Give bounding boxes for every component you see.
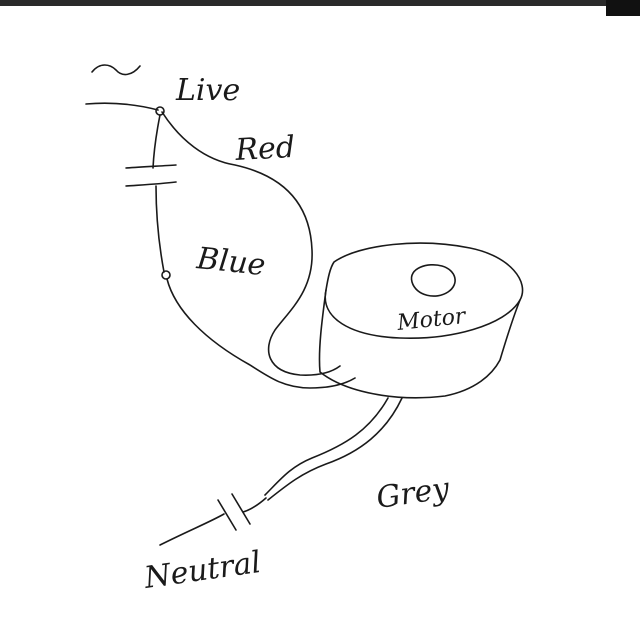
grey-to-capacitor — [242, 497, 267, 513]
neutral-wire — [159, 513, 225, 546]
motor-shaft — [410, 264, 456, 297]
grey-wire-a — [264, 397, 389, 496]
label-neutral: Neutral — [141, 545, 263, 596]
motor-side — [318, 289, 521, 399]
label-blue: Blue — [194, 241, 267, 283]
label-live: Live — [175, 73, 240, 108]
tilde-icon — [91, 64, 141, 76]
red-wire — [161, 111, 341, 376]
capacitor-icon — [125, 164, 177, 187]
capacitor-icon — [217, 493, 251, 531]
label-grey: Grey — [374, 471, 452, 516]
scan-edge — [0, 0, 640, 6]
capacitor-wire-lower — [155, 185, 165, 273]
label-red: Red — [234, 130, 296, 168]
grey-wire-b — [267, 397, 403, 501]
terminal-bottom — [161, 270, 171, 280]
capacitor-wire-upper — [152, 114, 161, 169]
blue-wire — [166, 278, 356, 389]
live-wire — [85, 102, 159, 111]
label-motor: Motor — [395, 304, 468, 336]
scan-corner — [606, 0, 640, 16]
